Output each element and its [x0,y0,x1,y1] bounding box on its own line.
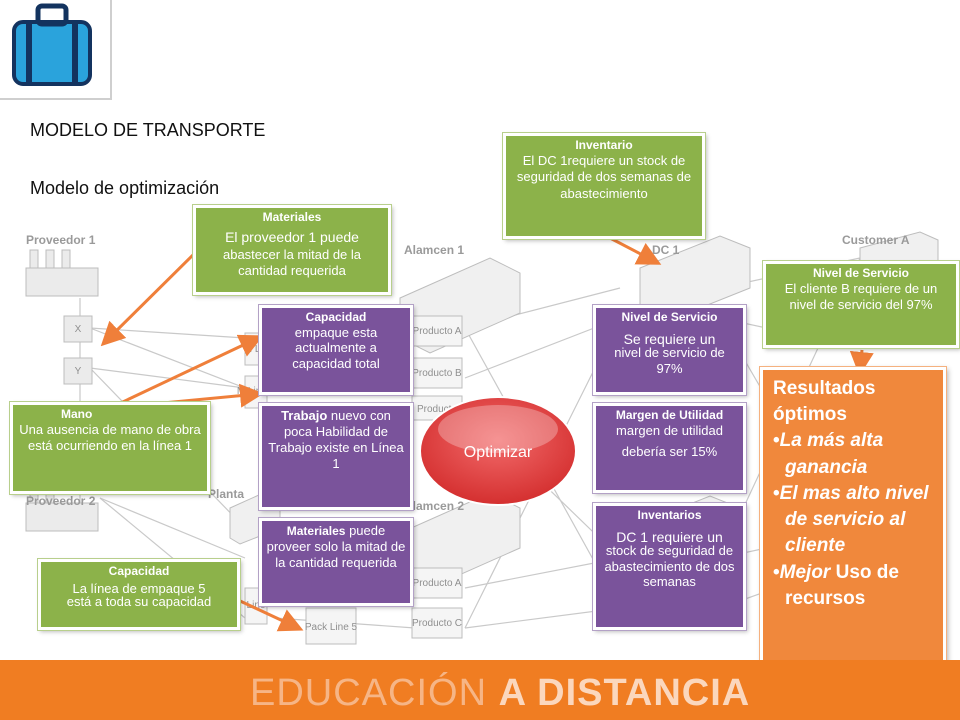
callout-materiales-proveedor: Materiales puede proveer solo la mitad d… [259,518,413,606]
pack-line-label: Pack Line 5 [305,622,358,633]
callout-nivel-servicio: Nivel de Servicio Se requiere un nivel d… [593,305,746,395]
callout-capacidad-linea: Capacidad La línea de empaque 5 está a t… [38,559,240,630]
warehouse1-label: Alamcen 1 [404,243,464,257]
suitcase-icon [12,3,92,86]
arrow-mano-1 [109,334,264,410]
product-a-top-label: Producto A [413,326,462,337]
results-panel: Resultados óptimos •La más alta ganancia… [760,367,946,664]
page-title: MODELO DE TRANSPORTE [30,120,266,140]
material-y-label: Y [75,366,82,377]
plant-label: Planta [208,487,244,501]
optimize-button[interactable]: Optimizar [418,395,578,507]
footer-brand: EDUCACIÓN A DISTANCIA [250,672,751,714]
callout-mano-de-obra: Mano Una ausencia de mano de obra está o… [10,402,210,494]
product-b-label: Producto B [412,368,462,379]
material-x-label: X [75,324,82,335]
callout-inventario: Inventario El DC 1requiere un stock de s… [503,133,705,239]
arrow-materiales [100,246,202,347]
results-item: •Mejor Uso de recursos [773,561,899,609]
callout-trabajo: Trabajo nuevo con poca Habilidad de Trab… [259,403,413,510]
callout-inventarios: Inventarios DC 1 requiere un stock de se… [593,503,746,630]
callout-nivel-servicio-cliente: Nivel de Servicio El cliente B requiere … [763,261,959,348]
callout-margen-utilidad: Margen de Utilidad margen de utilidad de… [593,403,746,493]
callout-capacidad-empaque: Capacidad empaque esta actualmente a cap… [259,305,413,395]
page-subtitle: Modelo de optimización [30,178,220,198]
results-title: Resultados óptimos [773,378,876,426]
product-c-bottom-label: Producto C [412,618,462,629]
line2-label: Line [247,600,266,611]
customer-a-label: Customer A [842,233,910,247]
warehouse2-label: Alamcen 2 [404,499,464,513]
supplier2-label: Proveedor 2 [26,494,96,508]
product-a-bottom-label: Producto A [413,578,462,589]
arrow-inventario [609,236,662,265]
arrow-nivel-servicio [849,349,874,376]
callout-materiales: Materiales El proveedor 1 puede abastece… [193,205,391,295]
supplier1-label: Proveedor 1 [26,233,96,247]
results-item: •El mas alto nivel de servicio al client… [773,482,929,557]
results-list: •La más alta ganancia •El mas alto nivel… [773,428,933,612]
product-c-top-label: Producto [417,404,457,415]
arrow-capacidad [237,598,304,632]
footer-bar [0,660,960,720]
optimize-button-label: Optimizar [464,444,533,461]
logo-panel [0,0,112,100]
results-item: •La más alta ganancia [773,430,884,478]
